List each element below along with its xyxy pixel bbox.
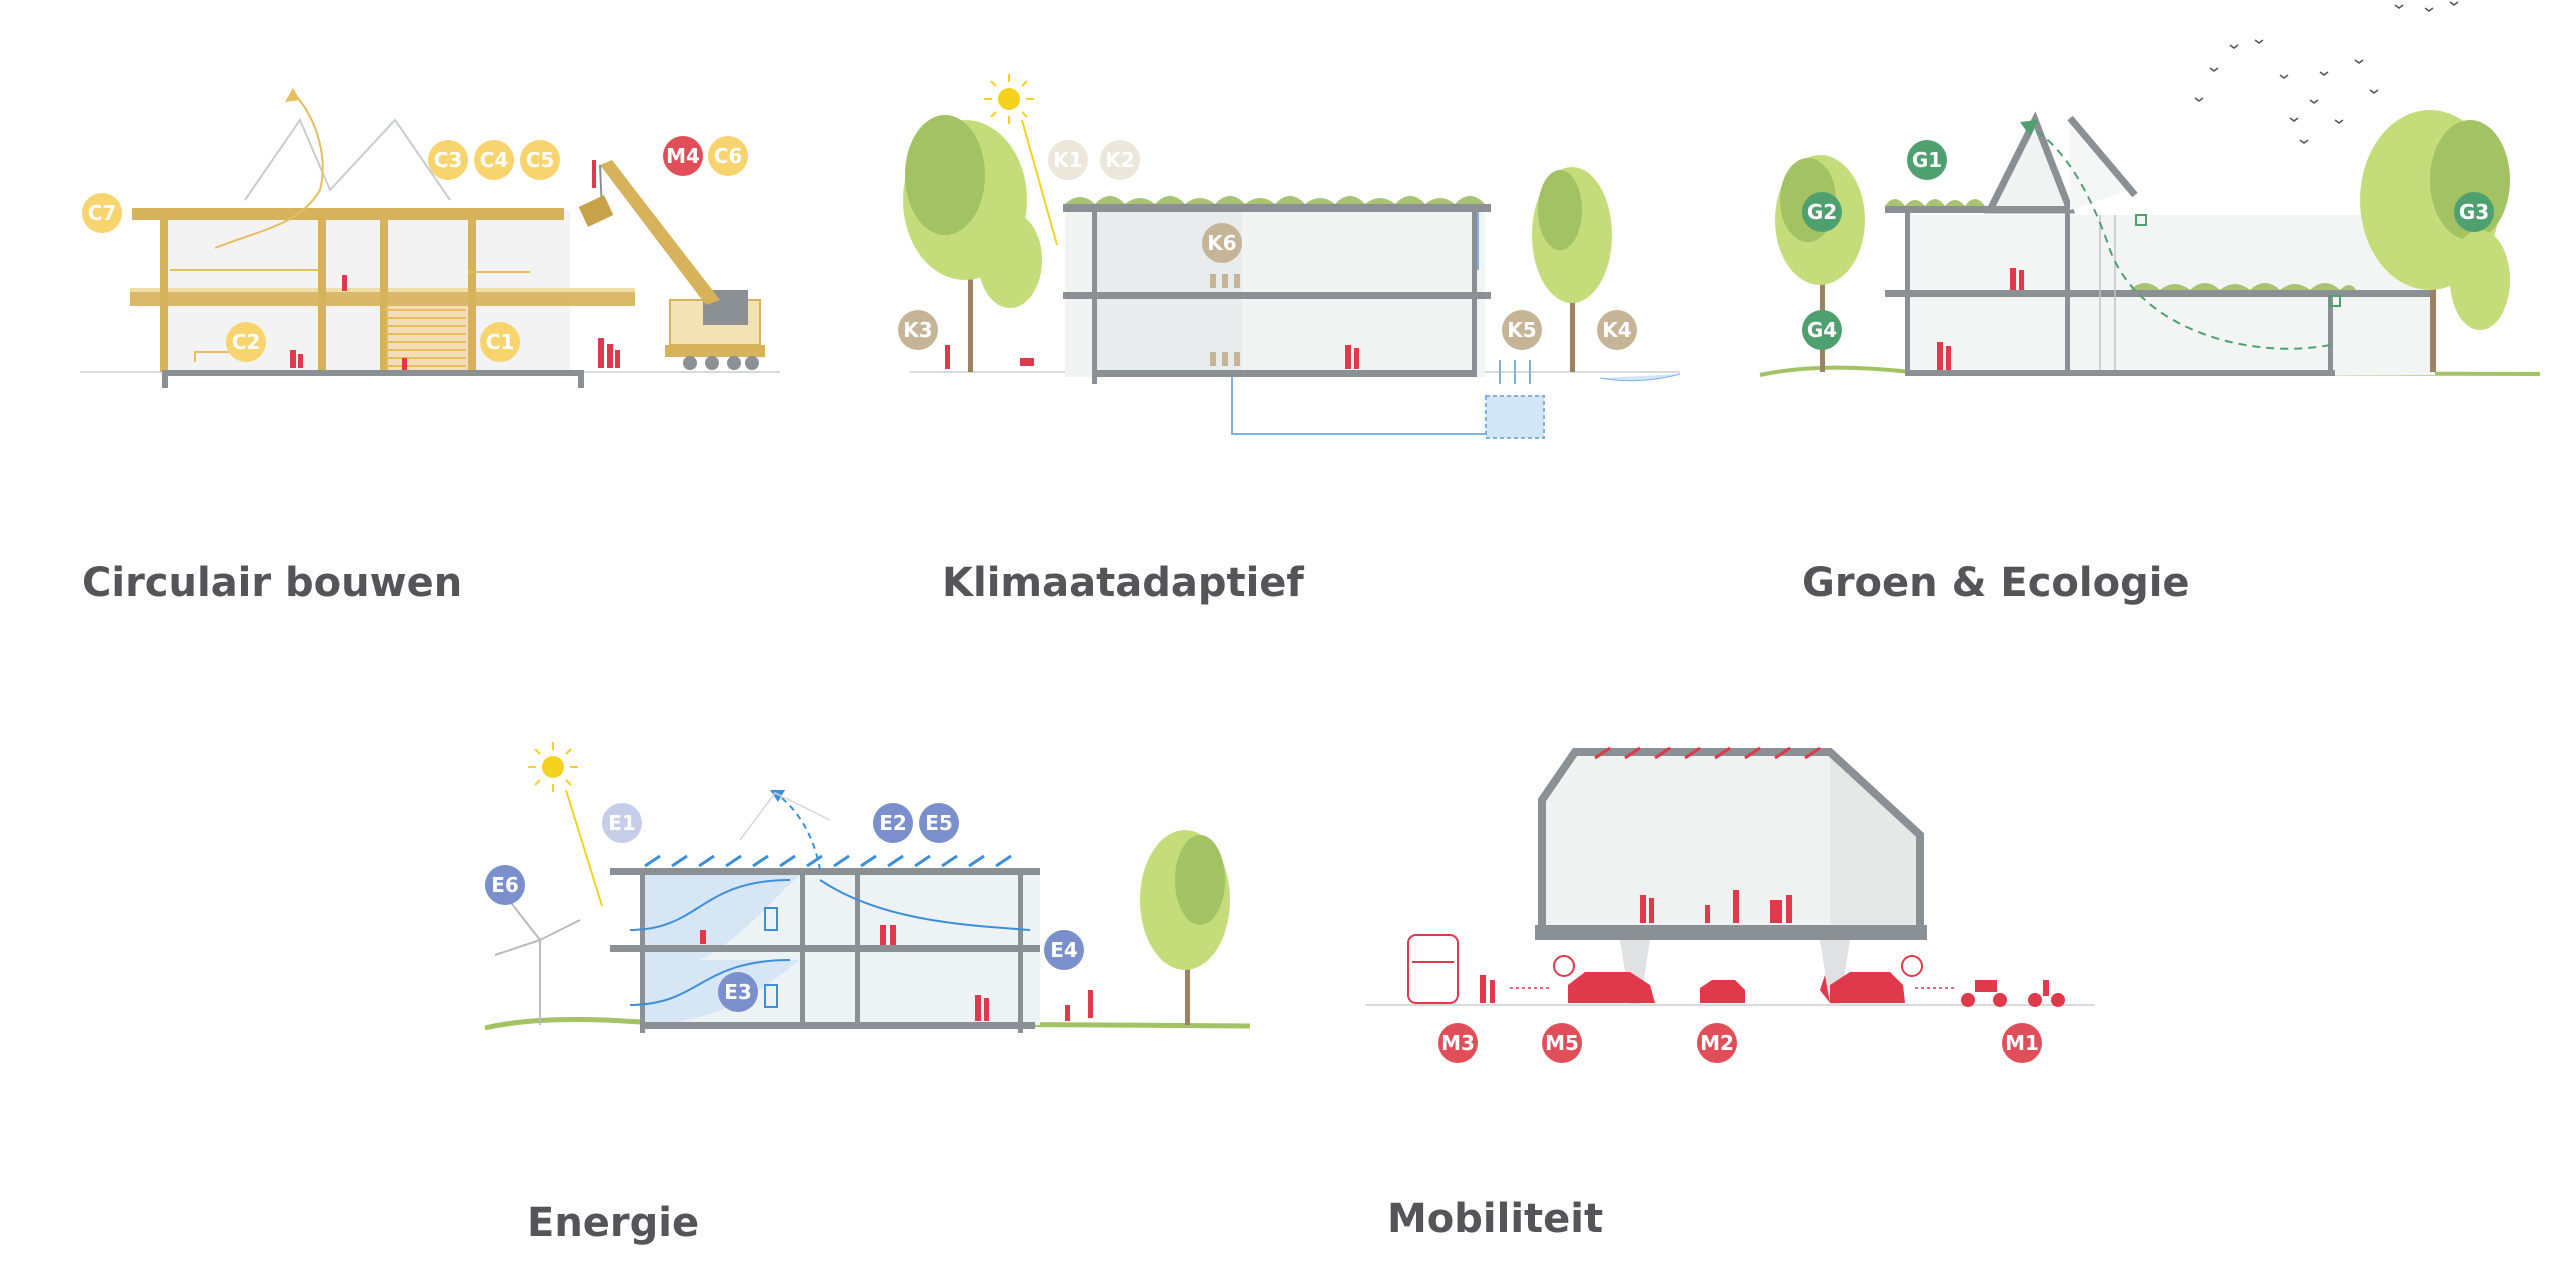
- badge-label: C4: [480, 148, 509, 172]
- badge-label: C7: [88, 201, 117, 225]
- badge-label: M1: [2005, 1031, 2039, 1055]
- badge-label: C2: [232, 330, 261, 354]
- title-mobiliteit: Mobiliteit: [1387, 1196, 1604, 1242]
- badge-label: E3: [724, 980, 752, 1004]
- badges-mobility: M3 M5 M2 M1: [1438, 1023, 2042, 1063]
- badge-label: E5: [925, 811, 953, 835]
- badge-e3: E3: [718, 972, 758, 1012]
- badge-label: M3: [1441, 1031, 1475, 1055]
- section-mobility-illustration: [1365, 746, 2095, 1007]
- charging-icon: [1553, 955, 1923, 977]
- badge-k1: K1: [1048, 140, 1088, 180]
- badge-c2: C2: [226, 322, 266, 362]
- badge-label: E1: [608, 811, 636, 835]
- energy-sun-icon: [528, 742, 603, 907]
- bus-icon: [1407, 934, 1459, 1004]
- badge-label: M2: [1700, 1031, 1734, 1055]
- badge-label: G4: [1807, 318, 1837, 342]
- badge-m4: M4: [663, 136, 703, 176]
- badge-c3: C3: [428, 140, 468, 180]
- badge-g2: G2: [1802, 192, 1842, 232]
- tree-right-icon: [1532, 167, 1612, 372]
- section-green-illustration: [1759, 1, 2541, 377]
- badge-k5: K5: [1502, 310, 1542, 350]
- badge-label: E2: [879, 811, 907, 835]
- badge-e1: E1: [602, 803, 642, 843]
- tree-green-right-icon: [2360, 110, 2510, 372]
- badge-k6: K6: [1202, 223, 1242, 263]
- badge-c1: C1: [480, 322, 520, 362]
- badge-m5: M5: [1542, 1023, 1582, 1063]
- badge-label: K5: [1507, 318, 1536, 342]
- wind-turbine-icon: [494, 894, 581, 1025]
- badge-label: C6: [714, 144, 743, 168]
- title-groen-ecologie: Groen & Ecologie: [1802, 560, 2190, 606]
- badge-label: G3: [2459, 200, 2489, 224]
- section-energy-illustration: [484, 742, 1251, 1033]
- badge-m3: M3: [1438, 1023, 1478, 1063]
- title-energie: Energie: [527, 1200, 700, 1246]
- badge-e6: E6: [485, 865, 525, 905]
- badge-label: K2: [1105, 148, 1134, 172]
- badge-g3: G3: [2454, 192, 2494, 232]
- badge-label: C3: [434, 148, 463, 172]
- badge-e5: E5: [919, 803, 959, 843]
- badge-m2: M2: [1697, 1023, 1737, 1063]
- tree-left-icon: [903, 115, 1042, 372]
- badge-g1: G1: [1907, 140, 1947, 180]
- badge-label: K3: [903, 318, 932, 342]
- badge-e2: E2: [873, 803, 913, 843]
- badge-label: M5: [1545, 1031, 1579, 1055]
- badge-label: G2: [1807, 200, 1837, 224]
- badge-label: K6: [1207, 231, 1236, 255]
- badge-e4: E4: [1044, 930, 1084, 970]
- badge-label: K1: [1053, 148, 1082, 172]
- section-climate-illustration: [903, 74, 1681, 439]
- badge-k2: K2: [1100, 140, 1140, 180]
- badge-m1: M1: [2002, 1023, 2042, 1063]
- badge-label: M4: [666, 144, 700, 168]
- title-klimaatadaptief: Klimaatadaptief: [942, 560, 1304, 606]
- badge-c7: C7: [82, 193, 122, 233]
- badge-label: E6: [491, 873, 519, 897]
- badge-k4: K4: [1597, 310, 1637, 350]
- badge-k3: K3: [898, 310, 938, 350]
- tree-energy-icon: [1140, 830, 1230, 1025]
- badge-c5: C5: [520, 140, 560, 180]
- sun-icon: [984, 74, 1058, 246]
- crane-illustration: [578, 160, 765, 370]
- badge-label: G1: [1912, 148, 1942, 172]
- badge-label: E4: [1050, 938, 1078, 962]
- badge-c6: C6: [708, 136, 748, 176]
- badge-g4: G4: [1802, 310, 1842, 350]
- badge-label: K4: [1602, 318, 1631, 342]
- badge-label: C1: [486, 330, 515, 354]
- badge-c4: C4: [474, 140, 514, 180]
- section-circular-illustration: [80, 88, 780, 388]
- title-circulair-bouwen: Circulair bouwen: [82, 560, 463, 606]
- badge-label: C5: [526, 148, 555, 172]
